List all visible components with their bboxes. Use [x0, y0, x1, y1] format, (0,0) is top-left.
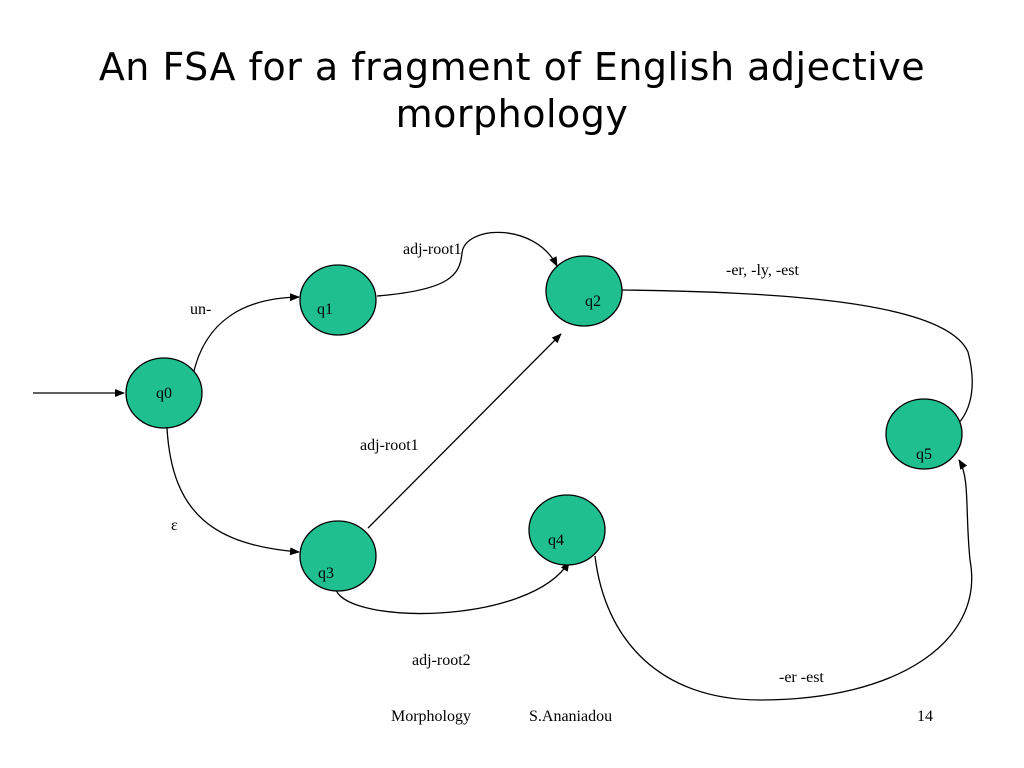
- state-q3-label: q3: [318, 565, 334, 582]
- label-q0-q3: ε: [171, 517, 178, 534]
- edge-q1-q2: [376, 231, 558, 297]
- title-line-1: An FSA for a fragment of English adjecti…: [98, 45, 926, 89]
- state-q0: q0: [125, 357, 203, 429]
- label-q0-q1: un-: [190, 301, 211, 318]
- state-q2: q2: [545, 255, 623, 327]
- state-q4-label: q4: [548, 532, 564, 549]
- edge-q0-q1: [192, 293, 300, 376]
- state-q4: q4: [528, 494, 606, 566]
- footer-page-number: 14: [917, 708, 933, 725]
- title-line-2: morphology: [395, 92, 629, 136]
- label-q3-q4: adj-root2: [412, 652, 471, 669]
- edge-q3-q2: [367, 333, 562, 529]
- state-q3: q3: [299, 520, 377, 592]
- edge-q3-q4: [335, 561, 570, 615]
- label-q2-q5: -er, -ly, -est: [726, 262, 800, 279]
- state-q0-label: q0: [156, 385, 172, 402]
- label-q4-q5: -er -est: [779, 669, 824, 686]
- edge-q4-q5: [594, 459, 973, 701]
- edge-q2-q5: [621, 289, 973, 434]
- footer-left: Morphology: [391, 708, 471, 725]
- state-q1-label: q1: [317, 301, 333, 318]
- state-q5-label: q5: [916, 446, 932, 463]
- state-q2-label: q2: [585, 293, 601, 310]
- edge-q0-q3: [166, 427, 300, 556]
- slide-title: An FSA for a fragment of English adjecti…: [62, 44, 962, 138]
- label-q3-q2: adj-root1: [360, 437, 419, 454]
- state-q5: q5: [885, 398, 963, 470]
- state-q1: q1: [299, 264, 377, 336]
- label-q1-q2: adj-root1: [403, 241, 462, 258]
- footer-author: S.Ananiadou: [529, 708, 613, 725]
